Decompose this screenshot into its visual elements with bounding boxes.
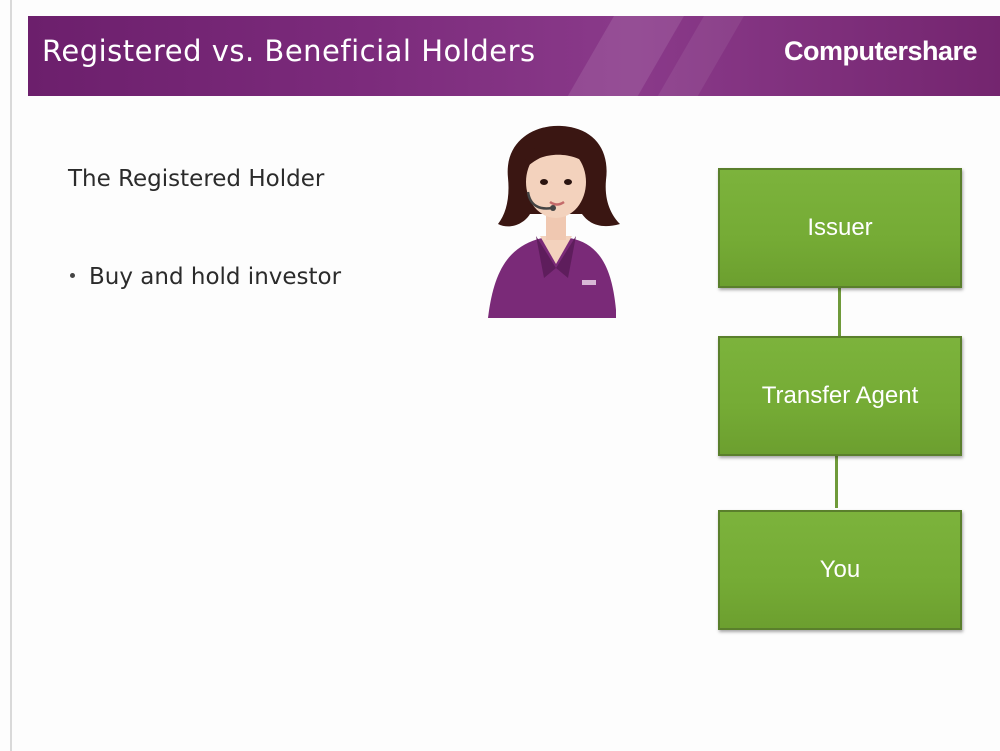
- flow-node-transfer-agent: Transfer Agent: [718, 336, 962, 456]
- agent-face: [526, 146, 586, 218]
- computershare-logo: Computershare: [784, 36, 978, 66]
- flow-connector: [838, 288, 841, 336]
- customer-service-agent-icon: [488, 125, 620, 318]
- flow-node-issuer: Issuer: [718, 168, 962, 288]
- flow-node-you: You: [718, 510, 962, 630]
- slide-header: Registered vs. Beneficial Holders Comput…: [28, 16, 1000, 96]
- agent-collar: [540, 236, 572, 264]
- flow-connector: [835, 456, 838, 508]
- bullet-dot-icon: [70, 273, 75, 278]
- page-left-border: [10, 0, 12, 751]
- bullet-text: Buy and hold investor: [89, 264, 342, 290]
- agent-shirt: [488, 238, 616, 318]
- bullet-item: Buy and hold investor: [70, 264, 341, 290]
- headset-icon: [526, 191, 553, 210]
- section-subheading: The Registered Holder: [68, 166, 325, 192]
- slide-title: Registered vs. Beneficial Holders: [42, 34, 536, 68]
